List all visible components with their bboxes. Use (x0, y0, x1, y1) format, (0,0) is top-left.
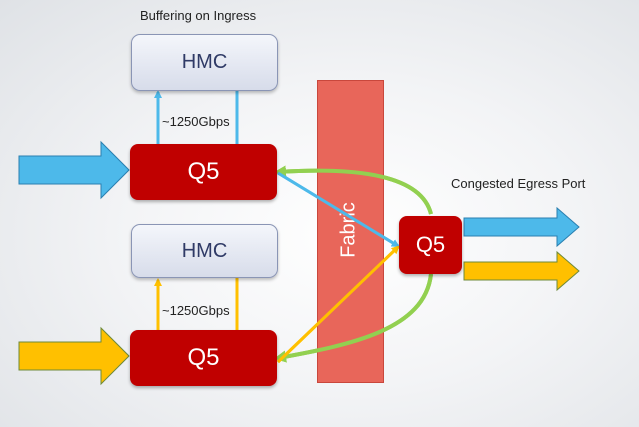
hmc-bottom-label: HMC (181, 239, 228, 262)
q5-egress: Q5 (399, 216, 462, 274)
blue-input-arrow (18, 140, 130, 200)
q5-ingress-bottom-label: Q5 (187, 344, 220, 371)
fabric-label: Fabric (337, 202, 360, 258)
q5-ingress-top: Q5 (130, 144, 277, 200)
hmc-bottom: HMC (131, 224, 278, 278)
egress-port-label: Congested Egress Port (451, 176, 586, 191)
bandwidth-label-top: ~1250Gbps (162, 114, 230, 129)
hmc-top: HMC (131, 34, 278, 91)
yellow-input-arrow (18, 326, 130, 386)
bandwidth-label-bottom: ~1250Gbps (162, 303, 230, 318)
title-buffering-on-ingress: Buffering on Ingress (140, 8, 257, 23)
yellow-egress-arrow (463, 250, 580, 292)
hmc-top-label: HMC (181, 51, 228, 73)
q5-ingress-top-label: Q5 (187, 158, 220, 185)
blue-egress-arrow (463, 206, 580, 248)
q5-ingress-bottom: Q5 (130, 330, 277, 386)
q5-egress-label: Q5 (415, 232, 446, 257)
